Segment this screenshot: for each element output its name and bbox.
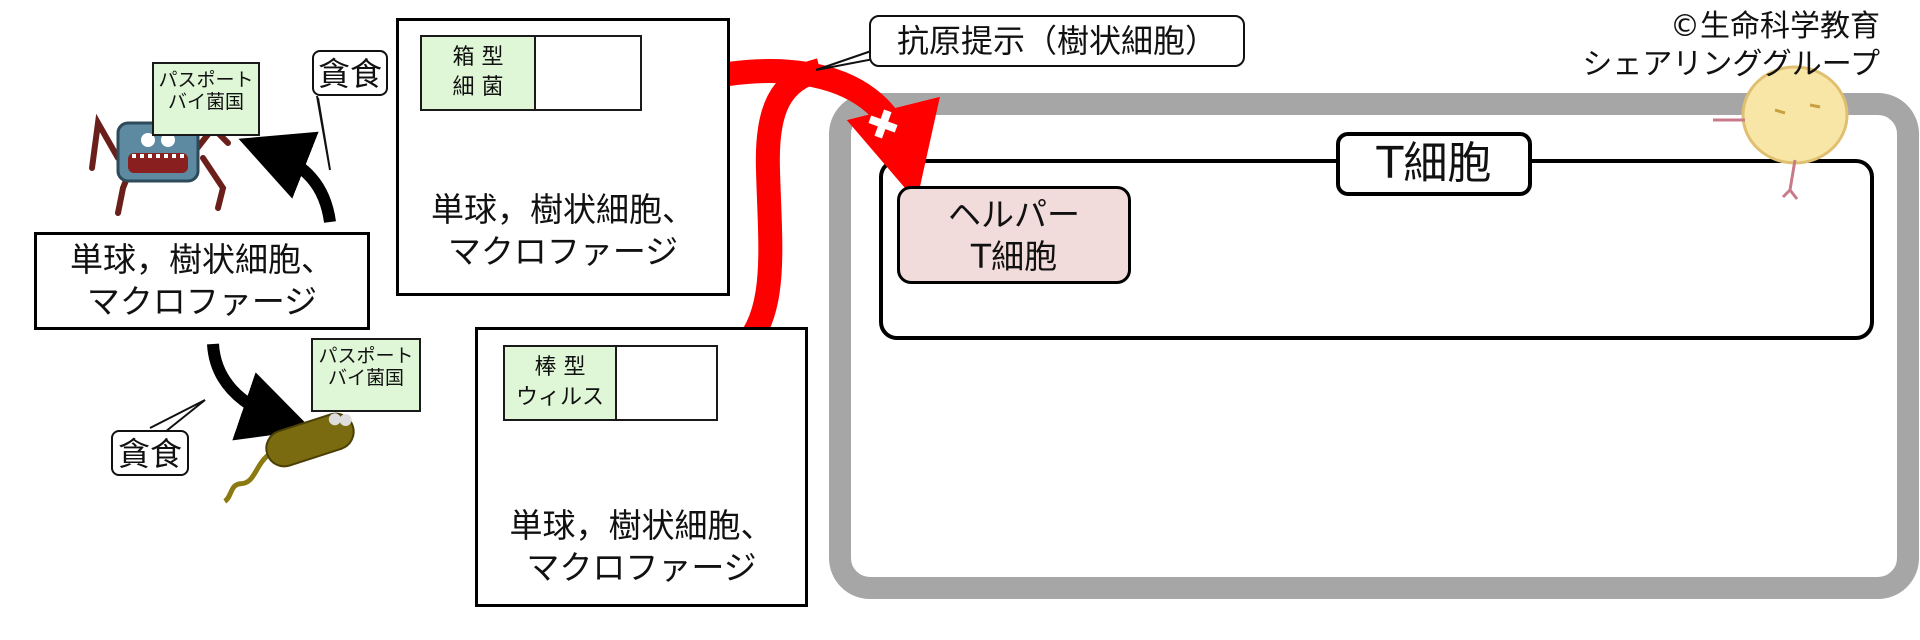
virus-type-label: 棒 型 ウィルス [505, 347, 617, 419]
box-bacterium-illustration [89, 113, 231, 216]
t-cell-title: T細胞 [1336, 132, 1532, 196]
virus-tag: 棒 型 ウィルス [503, 345, 718, 421]
phagocytosis-arrow-up [238, 131, 336, 223]
phagocytosis-callout-bottom: 貪食 [111, 430, 189, 476]
rod-virus-illustration [223, 412, 355, 504]
helper-t-cell: ヘルパー T細胞 [897, 186, 1131, 284]
outer-frame [829, 93, 1919, 599]
phagocytosis-callout-top: 貪食 [312, 50, 388, 96]
virus-thumbnail [617, 347, 716, 419]
phagocytosis-arrow-down [207, 343, 313, 441]
callout-pointer-top [316, 95, 331, 171]
passport-tag-virus: パスポート バイ菌国 [311, 338, 421, 412]
red-arrow-stem [727, 58, 824, 365]
phagocyte-main-box: 単球，樹状細胞、 マクロファージ [34, 232, 370, 330]
chick-mascot-icon [1713, 65, 1849, 200]
virus-box-label: 単球，樹状細胞、 マクロファージ [509, 506, 774, 587]
phagocyte-main-label: 単球，樹状細胞、 マクロファージ [70, 240, 334, 321]
antigen-presentation-callout: 抗原提示（樹状細胞） [869, 15, 1245, 67]
passport-tag-bacterium: パスポート バイ菌国 [152, 62, 260, 136]
bacterium-box-label: 単球，樹状細胞、 マクロファージ [431, 190, 695, 271]
bacterium-thumbnail [536, 37, 640, 109]
plus-icon [868, 109, 898, 139]
bacterium-type-label: 箱 型 細 菌 [422, 37, 536, 109]
callout-pointer-bottom [149, 399, 206, 433]
bacterium-tag: 箱 型 細 菌 [420, 35, 642, 111]
copyright-text: ©生命科学教育 シェアリンググループ [1582, 9, 1880, 82]
